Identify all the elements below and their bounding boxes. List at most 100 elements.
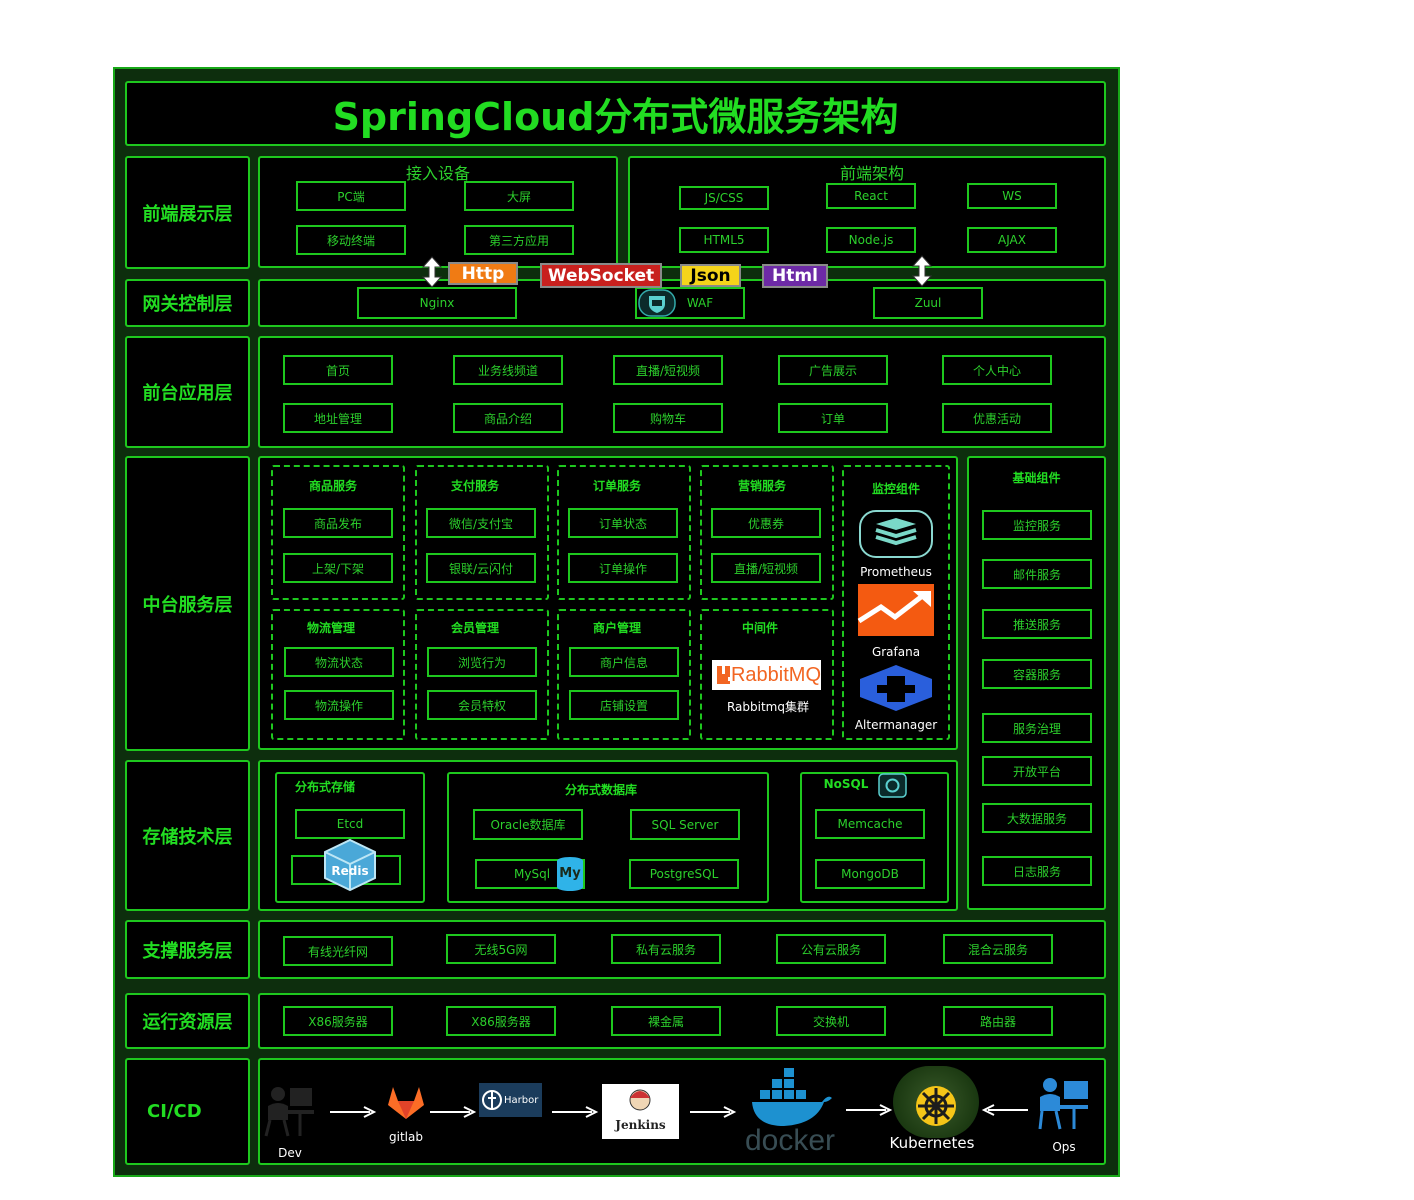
layer-gateway: 网关控制层 <box>125 279 250 327</box>
mysql-logo-text: My <box>559 866 581 881</box>
nosql-memcache: Memcache <box>815 809 925 839</box>
service-item: 直播/短视频 <box>711 553 821 583</box>
arch-ajax: AJAX <box>967 227 1057 253</box>
service-item: 订单操作 <box>568 553 678 583</box>
rabbitmq-logo: RabbitMQ <box>712 660 821 690</box>
app-item: 地址管理 <box>283 403 393 433</box>
group-title: 营销服务 <box>737 479 786 493</box>
kubernetes-icon <box>916 1086 956 1126</box>
service-item: 上架/下架 <box>283 553 393 583</box>
protocol-http: Http <box>448 262 518 285</box>
waf-shield-icon <box>638 289 676 317</box>
arch-nodejs: Node.js <box>826 227 916 253</box>
group-monitor <box>842 465 950 740</box>
rabbitmq-label: Rabbitmq集群 <box>726 700 809 714</box>
arch-jscss: JS/CSS <box>679 186 769 210</box>
ops-icon <box>1038 1078 1088 1130</box>
base-item: 日志服务 <box>982 856 1092 886</box>
layer-runtime: 运行资源层 <box>125 993 250 1049</box>
group-logistics <box>271 609 405 740</box>
arch-ws: WS <box>967 183 1057 209</box>
group-title: 商户管理 <box>592 621 641 635</box>
gateway-zuul: Zuul <box>873 287 983 319</box>
layer-frontend: 前端展示层 <box>125 156 250 269</box>
db-sqlserver: SQL Server <box>630 809 740 840</box>
grafana-icon <box>857 584 934 636</box>
arrow-right-icon <box>330 1106 377 1118</box>
support-item: 混合云服务 <box>943 934 1053 964</box>
device-thirdparty: 第三方应用 <box>464 225 574 255</box>
group-title: 支付服务 <box>450 479 499 493</box>
service-item: 物流状态 <box>284 647 394 677</box>
protocol-websocket: WebSocket <box>540 263 662 288</box>
base-item: 邮件服务 <box>982 559 1092 589</box>
harbor-logo-text: Harbor <box>504 1094 539 1106</box>
group-merchant <box>557 609 691 740</box>
cicd-k8s-label: Kubernetes <box>889 1134 975 1152</box>
app-item: 广告展示 <box>778 355 888 385</box>
runtime-item: X86服务器 <box>446 1006 556 1036</box>
monitor-grafana: Grafana <box>871 645 921 659</box>
protocol-html: Html <box>762 264 828 288</box>
cicd-gitlab-label: gitlab <box>389 1130 423 1144</box>
developer-icon <box>264 1087 314 1137</box>
altermanager-icon <box>860 665 932 711</box>
db-oracle: Oracle数据库 <box>473 809 583 840</box>
nosql-title: NoSQL <box>823 777 869 791</box>
app-item: 首页 <box>283 355 393 385</box>
group-title: 订单服务 <box>592 479 641 493</box>
support-item: 公有云服务 <box>776 934 886 964</box>
base-item: 容器服务 <box>982 659 1092 689</box>
device-bigscreen: 大屏 <box>464 181 574 211</box>
arch-title: 前端架构 <box>839 164 904 183</box>
protocol-json: Json <box>680 264 741 287</box>
harbor-logo: Harbor <box>479 1083 542 1117</box>
jenkins-logo-text: Jenkins <box>615 1118 666 1132</box>
service-item: 店铺设置 <box>569 690 679 720</box>
layer-support: 支撑服务层 <box>125 920 250 979</box>
base-item: 开放平台 <box>982 756 1092 786</box>
service-item: 订单状态 <box>568 508 678 538</box>
group-order <box>557 465 691 600</box>
mysql-icon <box>557 857 583 891</box>
cicd-dev-label: Dev <box>278 1146 302 1160</box>
app-item: 购物车 <box>613 403 723 433</box>
app-item: 个人中心 <box>942 355 1052 385</box>
support-item: 私有云服务 <box>611 934 721 964</box>
service-item: 银联/云闪付 <box>426 553 536 583</box>
service-item: 会员特权 <box>427 690 537 720</box>
devices-title: 接入设备 <box>405 164 470 183</box>
base-item: 推送服务 <box>982 609 1092 639</box>
docker-icon <box>752 1068 832 1126</box>
service-item: 物流操作 <box>284 690 394 720</box>
db-postgresql: PostgreSQL <box>629 859 739 889</box>
app-item: 优惠活动 <box>942 403 1052 433</box>
rabbitmq-icon <box>717 666 730 684</box>
page-title: SpringCloud分布式微服务架构 <box>332 95 899 139</box>
db-title: 分布式数据库 <box>564 783 637 797</box>
group-member <box>415 609 549 740</box>
base-title: 基础组件 <box>1012 471 1061 485</box>
group-pay <box>415 465 549 600</box>
layer-middle: 中台服务层 <box>125 456 250 751</box>
jenkins-icon <box>629 1089 651 1111</box>
service-item: 浏览行为 <box>427 647 537 677</box>
double-arrow-icon <box>421 256 443 288</box>
dist-storage-title: 分布式存储 <box>294 780 355 794</box>
runtime-item: 裸金属 <box>611 1006 721 1036</box>
cicd-ops-label: Ops <box>1052 1140 1076 1154</box>
app-item: 业务线频道 <box>453 355 563 385</box>
layer-storage: 存储技术层 <box>125 760 250 911</box>
arrow-right-icon <box>690 1106 737 1118</box>
group-title: 监控组件 <box>871 482 920 496</box>
device-mobile: 移动终端 <box>296 225 406 255</box>
group-title: 商品服务 <box>308 479 357 493</box>
arch-react: React <box>826 183 916 209</box>
runtime-item: X86服务器 <box>283 1006 393 1036</box>
arrow-right-icon <box>430 1106 477 1118</box>
group-middleware <box>700 609 834 740</box>
prometheus-icon <box>859 510 933 558</box>
support-item: 无线5G网 <box>446 934 556 964</box>
group-title: 中间件 <box>741 621 778 635</box>
arrow-right-icon <box>846 1104 893 1116</box>
